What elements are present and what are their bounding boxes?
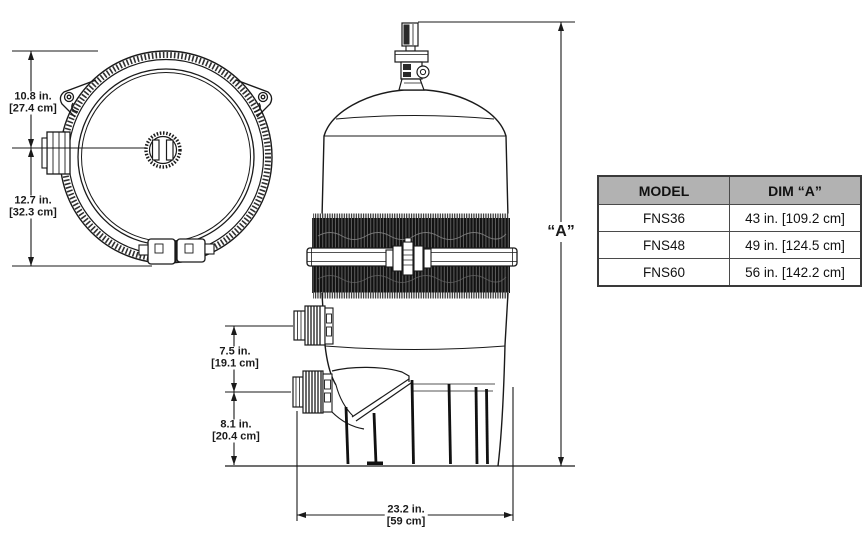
clamp-lug-left xyxy=(59,79,97,118)
base-elbow xyxy=(331,366,495,430)
dimension-lines xyxy=(12,21,575,521)
dim-label-base-width: 23.2 in. [59 cm] xyxy=(384,503,428,528)
table-header-model: MODEL xyxy=(597,175,730,205)
model-cell: FNS60 xyxy=(597,258,730,287)
dim-metric: [27.4 cm] xyxy=(9,102,57,114)
model-dimension-table: MODEL DIM “A” FNS36 43 in. [109.2 cm] FN… xyxy=(597,175,862,287)
table-row: FNS36 43 in. [109.2 cm] xyxy=(597,204,862,232)
dim-metric: [32.3 cm] xyxy=(9,206,57,218)
clamp-lug-right xyxy=(235,79,273,118)
table-header-row: MODEL DIM “A” xyxy=(597,175,862,205)
dim-metric: [59 cm] xyxy=(386,515,426,527)
dim-label-lid-lower: 12.7 in. [32.3 cm] xyxy=(7,194,59,219)
side-view-drawing xyxy=(292,22,518,467)
model-cell: FNS48 xyxy=(597,231,730,259)
base-ribs xyxy=(344,379,489,465)
lid-center-fitting xyxy=(144,131,182,169)
dim-a-cell: 56 in. [142.2 cm] xyxy=(729,258,862,287)
upper-union-fitting xyxy=(293,305,334,346)
drain-port-fitting xyxy=(138,238,215,265)
dim-inches: 12.7 in. xyxy=(14,194,52,207)
table-row: FNS48 49 in. [124.5 cm] xyxy=(597,231,862,259)
top-view-drawing xyxy=(41,50,273,265)
dim-inches: 10.8 in. xyxy=(14,90,52,103)
model-cell: FNS36 xyxy=(597,204,730,232)
lower-union-fitting xyxy=(292,370,333,414)
dim-metric: [20.4 cm] xyxy=(212,430,260,442)
dim-label-upper-port: 7.5 in. [19.1 cm] xyxy=(209,345,261,370)
table-row: FNS60 56 in. [142.2 cm] xyxy=(597,258,862,287)
dim-inches: 23.2 in. xyxy=(387,503,425,516)
tank-lower-body xyxy=(321,292,509,467)
side-port-stub xyxy=(41,131,71,175)
dim-metric: [19.1 cm] xyxy=(211,357,259,369)
clamp-bolt xyxy=(385,237,432,276)
dim-label-lower-port: 8.1 in. [20.4 cm] xyxy=(210,418,262,443)
dim-a-cell: 43 in. [109.2 cm] xyxy=(729,204,862,232)
dim-a-cell: 49 in. [124.5 cm] xyxy=(729,231,862,259)
tank-dome xyxy=(321,89,509,219)
dim-label-lid-upper: 10.8 in. [27.4 cm] xyxy=(7,90,59,115)
dimension-arrows xyxy=(28,22,564,518)
dim-inches: 8.1 in. xyxy=(220,418,252,431)
gauge-air-relief-assembly xyxy=(394,22,430,91)
dim-label-height-a: “A” xyxy=(545,222,577,242)
table-header-dim-a: DIM “A” xyxy=(729,175,862,205)
dim-inches: 7.5 in. xyxy=(219,345,251,358)
